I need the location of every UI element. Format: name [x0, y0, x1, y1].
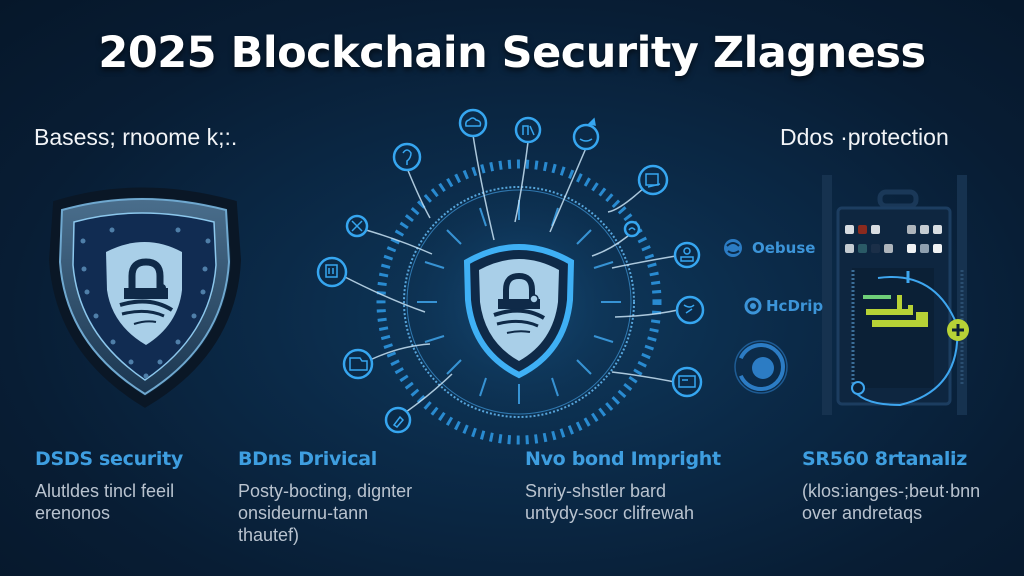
feature-line: erenonos: [35, 503, 111, 523]
brand-label: Oebuse: [752, 239, 816, 257]
brand-label: HcDrip: [766, 297, 824, 315]
feature-heading: BDns Drivical: [238, 448, 377, 470]
document-icon: [316, 256, 348, 288]
feature-line: Snriy-shstler bard: [525, 481, 667, 501]
feature-bdns-drivical: BDns Drivical Posty-bocting, dignter ons…: [238, 448, 468, 546]
feature-line: untydy-socr clifrewah: [525, 503, 695, 523]
subtitle-left: Basess; rnoome k;:.: [34, 124, 238, 150]
feature-sr560: SR560 8rtanaliz (klos:ianges-;beut·bnn o…: [802, 448, 1024, 524]
page-title: 2025 Blockchain Security Zlagness: [98, 28, 926, 78]
user-icon: [673, 241, 701, 269]
feature-line: Posty-bocting, dignter: [238, 481, 413, 501]
brand-oebuse: Oebuse: [722, 238, 815, 258]
feature-line: Alutldes tincl feeil: [35, 481, 175, 501]
feature-line: onsideurnu-tann: [238, 503, 369, 523]
rocket-icon: [572, 123, 600, 151]
feature-nvo-bond: Nvo bond Impright Snriy-shstler bard unt…: [525, 448, 755, 524]
server-rack-icon: [822, 175, 969, 415]
folder-icon: [342, 348, 374, 380]
feature-heading: SR560 8rtanaliz: [802, 448, 968, 470]
brand-hcdrip: HcDrip: [744, 297, 823, 315]
feature-line: thautef): [238, 525, 300, 545]
feature-line: over andretaqs: [802, 503, 923, 523]
monitor-icon: [671, 366, 703, 398]
feature-line: (klos:ianges-;beut·bnn: [802, 481, 981, 501]
subtitle-right: Ddos ·protection: [780, 124, 949, 150]
feature-heading: DSDS security: [35, 448, 183, 470]
feature-heading: Nvo bond Impright: [525, 448, 721, 470]
cloud-icon: [458, 108, 488, 138]
phone-icon: [623, 220, 641, 238]
security-hub: [376, 159, 662, 445]
feature-dsds-security: DSDS security Alutldes tincl feeil ereno…: [35, 448, 265, 524]
chart-icon: [637, 164, 669, 196]
ring-logo-large-icon: [734, 340, 788, 394]
swirl-logo-icon: [724, 239, 742, 257]
big-shield-icon: [48, 187, 242, 408]
lightbulb-icon: [392, 142, 422, 172]
ring-logo-icon: [744, 297, 762, 315]
